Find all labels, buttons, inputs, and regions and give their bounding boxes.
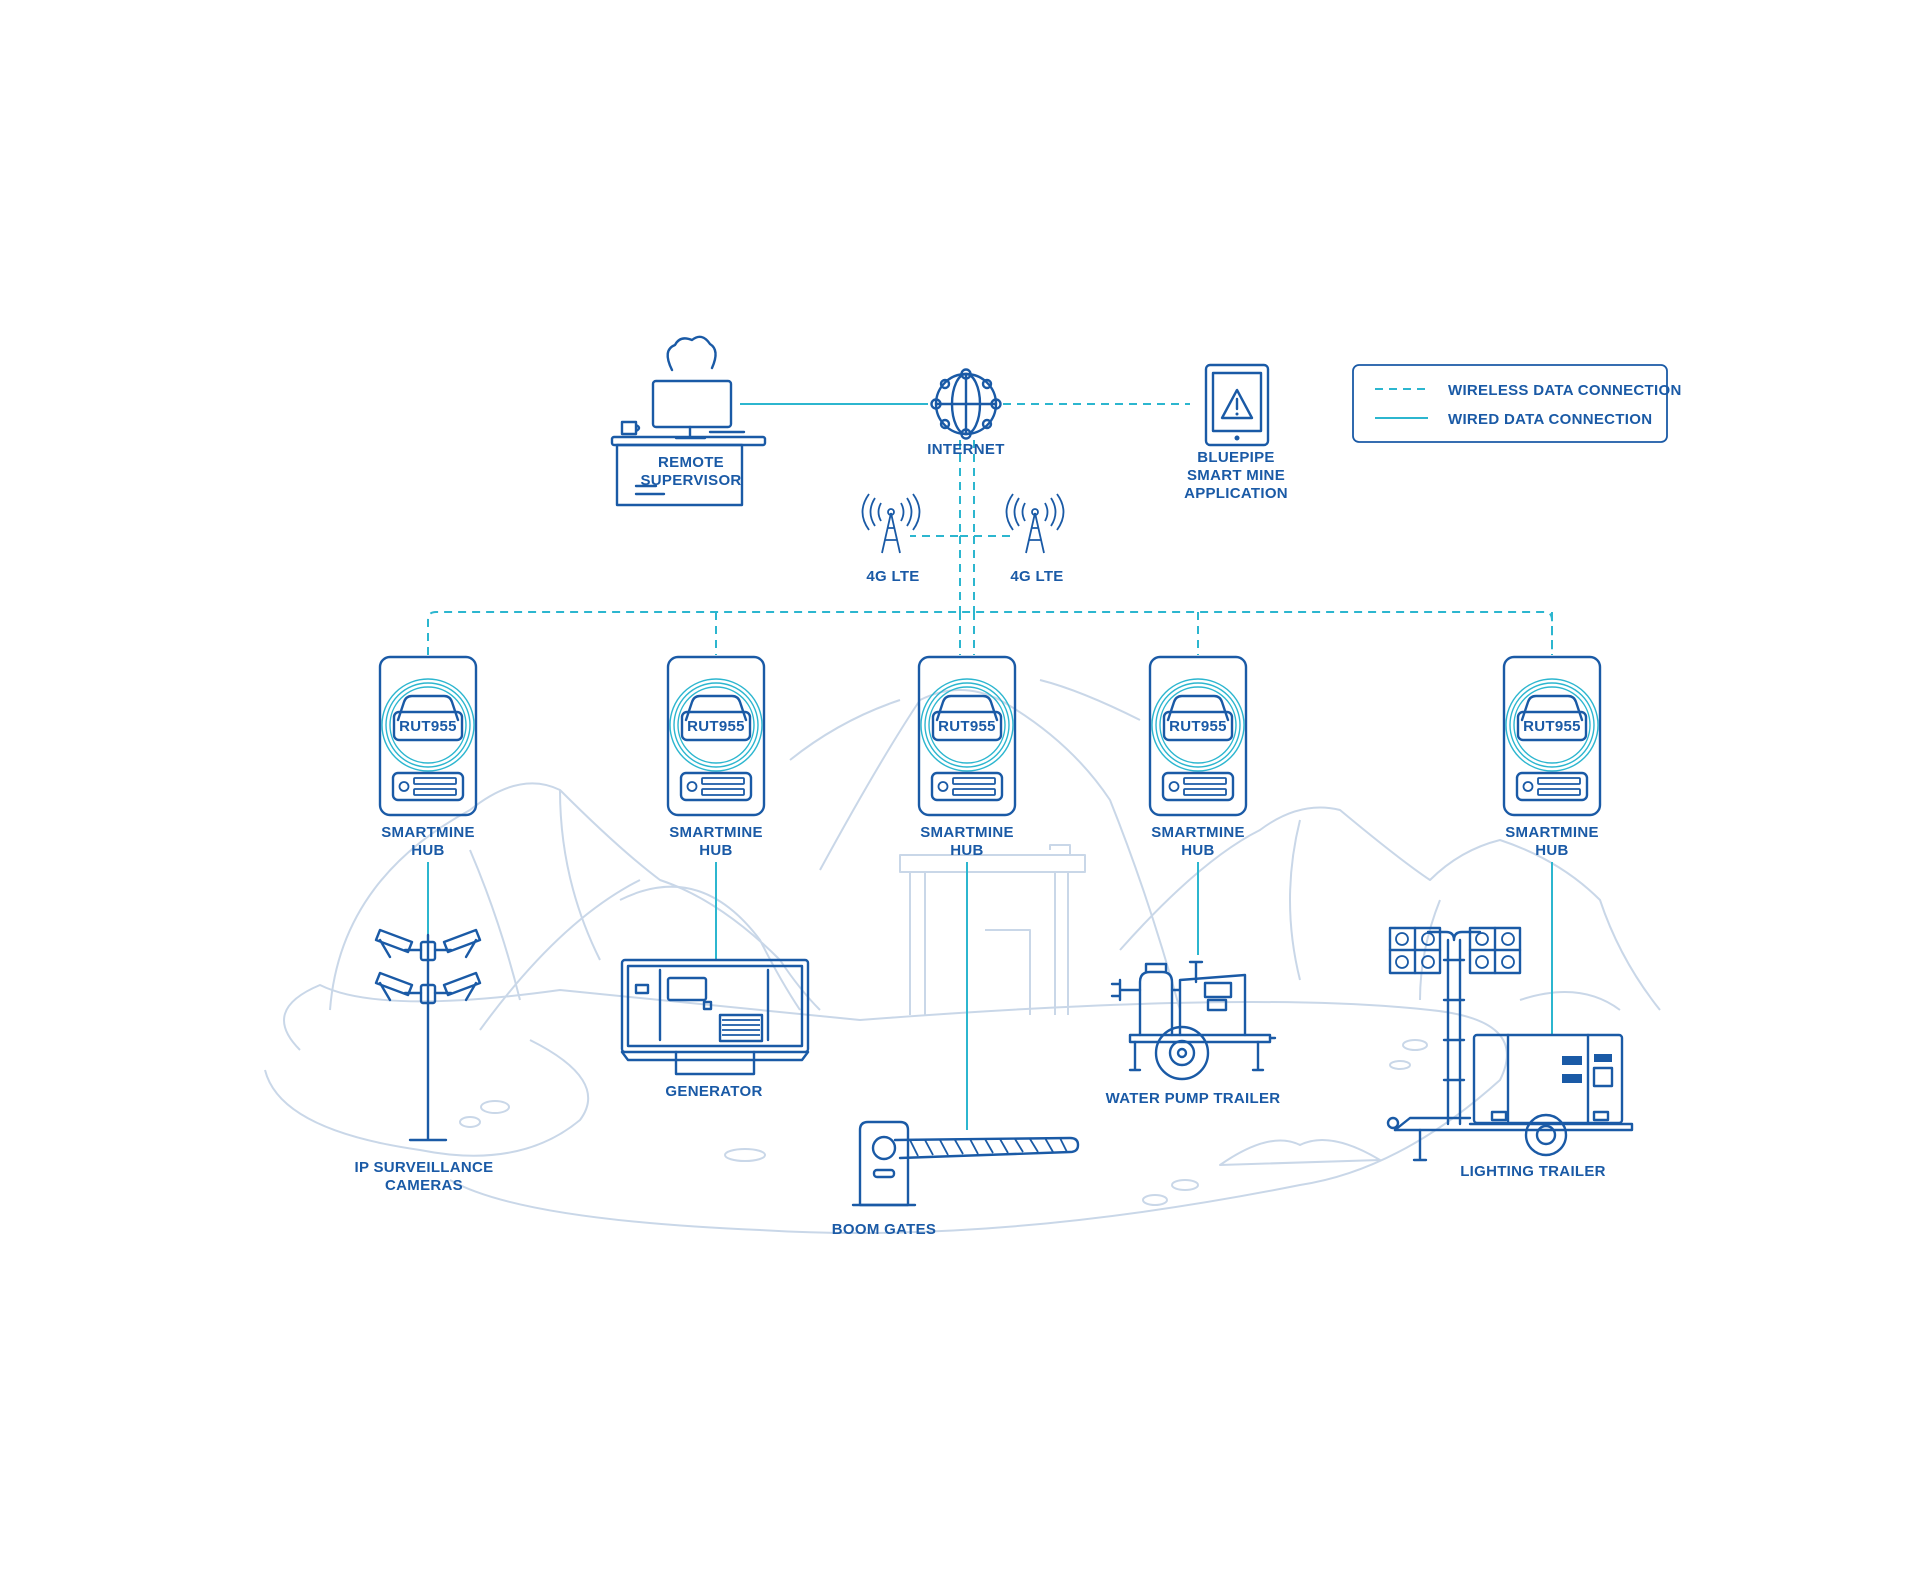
warning-icon bbox=[1220, 388, 1254, 420]
signal-ring bbox=[381, 678, 475, 772]
signal-ring bbox=[924, 682, 1010, 768]
generator: GENERATOR bbox=[620, 958, 810, 1100]
hub-enclosure bbox=[378, 655, 478, 817]
connections bbox=[427, 403, 1553, 1130]
water-pump-label: WATER PUMP TRAILER bbox=[1106, 1090, 1281, 1107]
router-icon bbox=[1162, 694, 1234, 742]
signal-ring bbox=[928, 686, 1006, 764]
remote-supervisor-label-2: SUPERVISOR bbox=[640, 472, 741, 489]
generator-label: GENERATOR bbox=[665, 1083, 762, 1100]
hub-panel-icon bbox=[391, 771, 465, 802]
cameras-label-2: CAMERAS bbox=[385, 1177, 463, 1194]
hub-label-line1: SMARTMINE bbox=[669, 824, 763, 841]
wireless-trunk-down bbox=[959, 536, 975, 612]
legend-wired-label: WIRED DATA CONNECTION bbox=[1448, 411, 1652, 428]
wireless-bus bbox=[427, 611, 1553, 655]
bluepipe-app: BLUEPIPE SMART MINE APPLICATION bbox=[1184, 363, 1288, 502]
signal-ring bbox=[920, 678, 1014, 772]
signal-ring bbox=[385, 682, 471, 768]
lighting-trailer-icon bbox=[1386, 926, 1634, 1162]
hub-panel-icon bbox=[1515, 771, 1589, 802]
internet: INTERNET bbox=[927, 368, 1004, 458]
router-icon bbox=[680, 694, 752, 742]
legend: WIRELESS DATA CONNECTION WIRED DATA CONN… bbox=[1352, 364, 1682, 443]
hub-enclosure bbox=[666, 655, 766, 817]
water-pump-trailer: WATER PUMP TRAILER bbox=[1106, 960, 1281, 1107]
signal-ring bbox=[389, 686, 467, 764]
hub-label-line1: SMARTMINE bbox=[1505, 824, 1599, 841]
hub-label-line2: HUB bbox=[411, 842, 444, 859]
remote-supervisor-label-1: REMOTE bbox=[658, 454, 724, 471]
router-icon bbox=[1516, 694, 1588, 742]
supervisor-desk-icon bbox=[610, 335, 767, 507]
signal-ring bbox=[1505, 678, 1599, 772]
hub-enclosure bbox=[1502, 655, 1602, 817]
legend-wireless-label: WIRELESS DATA CONNECTION bbox=[1448, 382, 1682, 399]
lighting-label: LIGHTING TRAILER bbox=[1460, 1163, 1606, 1180]
boom-gate-icon bbox=[851, 1120, 1080, 1207]
signal-ring bbox=[1513, 686, 1591, 764]
signal-ring bbox=[673, 682, 759, 768]
cell-tower-icon bbox=[861, 493, 921, 554]
signal-ring bbox=[1155, 682, 1241, 768]
hub-label-line1: SMARTMINE bbox=[1151, 824, 1245, 841]
internet-label: INTERNET bbox=[927, 441, 1004, 458]
hub-panel-icon bbox=[930, 771, 1004, 802]
router-model-label: RUT955 bbox=[399, 718, 457, 735]
remote-supervisor: REMOTE SUPERVISOR bbox=[610, 335, 767, 507]
signal-ring bbox=[677, 686, 755, 764]
hub-label-line2: HUB bbox=[1181, 842, 1214, 859]
router-model-label: RUT955 bbox=[938, 718, 996, 735]
router-model-label: RUT955 bbox=[687, 718, 745, 735]
router-model-label: RUT955 bbox=[1523, 718, 1581, 735]
hub-panel-icon bbox=[1161, 771, 1235, 802]
signal-ring bbox=[669, 678, 763, 772]
tower-right: 4G LTE bbox=[1005, 493, 1065, 585]
signal-ring bbox=[1159, 686, 1237, 764]
app-label-3: APPLICATION bbox=[1184, 485, 1288, 502]
hub-enclosure bbox=[917, 655, 1017, 817]
cameras-label-1: IP SURVEILLANCE bbox=[355, 1159, 494, 1176]
tower-right-label: 4G LTE bbox=[1010, 568, 1063, 585]
hub-panel-icon bbox=[679, 771, 753, 802]
water-pump-icon bbox=[1110, 960, 1277, 1081]
signal-ring bbox=[1151, 678, 1245, 772]
router-icon bbox=[392, 694, 464, 742]
lighting-trailer: LIGHTING TRAILER bbox=[1386, 926, 1634, 1180]
boom-gates-label: BOOM GATES bbox=[832, 1221, 936, 1238]
router-model-label: RUT955 bbox=[1169, 718, 1227, 735]
hub-enclosure bbox=[1148, 655, 1248, 817]
signal-ring bbox=[1509, 682, 1595, 768]
hub-label-line1: SMARTMINE bbox=[381, 824, 475, 841]
hub-label-line1: SMARTMINE bbox=[920, 824, 1014, 841]
smartmine-hubs: RUT955SMARTMINEHUBRUT955SMARTMINEHUBRUT9… bbox=[378, 655, 1602, 859]
tablet-icon bbox=[1204, 363, 1270, 447]
tower-left-label: 4G LTE bbox=[866, 568, 919, 585]
camera-pole-icon bbox=[374, 928, 482, 1142]
hub-label-line2: HUB bbox=[699, 842, 732, 859]
hub-label-line2: HUB bbox=[950, 842, 983, 859]
generator-icon bbox=[620, 958, 810, 1076]
tower-left: 4G LTE bbox=[861, 493, 921, 585]
wireless-drop-3 bbox=[959, 612, 975, 655]
app-label-1: BLUEPIPE bbox=[1197, 449, 1274, 466]
globe-icon bbox=[930, 368, 1002, 440]
boom-gates: BOOM GATES bbox=[832, 1120, 1080, 1238]
hub-label-line2: HUB bbox=[1535, 842, 1568, 859]
ip-surveillance-cameras: IP SURVEILLANCE CAMERAS bbox=[355, 928, 494, 1194]
router-icon bbox=[931, 694, 1003, 742]
cell-tower-icon bbox=[1005, 493, 1065, 554]
app-label-2: SMART MINE bbox=[1187, 467, 1285, 484]
